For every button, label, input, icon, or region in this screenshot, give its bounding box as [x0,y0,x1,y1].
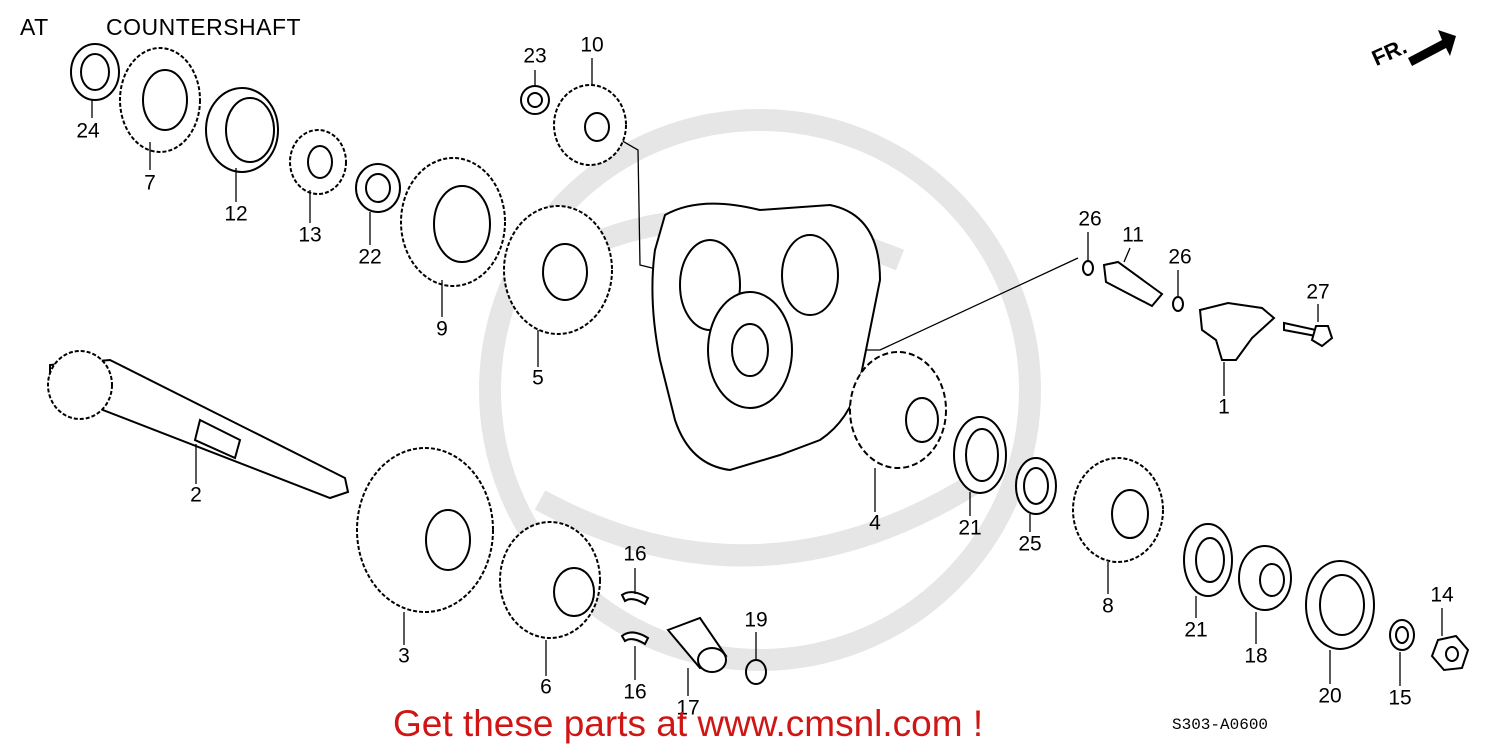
callout-6: 6 [540,676,552,699]
callout-labels: 1 2 3 4 5 6 7 8 9 10 11 12 13 14 15 16 1… [76,34,1454,720]
callout-8: 8 [1102,595,1114,618]
part-27-bolt [1283,321,1334,348]
callout-24: 24 [76,120,100,143]
part-9-gear [400,157,506,287]
callout-25: 25 [1018,533,1041,556]
callout-5: 5 [532,367,544,390]
part-20-seal [1305,560,1375,650]
part-17-collar [666,616,728,673]
part-7-gear [119,47,201,153]
part-21-bearing-upper [953,416,1007,494]
callout-10: 10 [580,34,603,57]
part-8-gear [1072,457,1164,563]
callout-4: 4 [869,512,881,535]
callout-7: 7 [144,172,156,195]
diagram-title: COUNTERSHAFT [106,14,302,40]
callout-19: 19 [744,609,767,632]
callout-15: 15 [1388,687,1411,710]
category-label: AT [20,14,49,40]
part-12-sleeve [205,87,279,173]
transmission-case [651,202,882,472]
callout-2: 2 [190,484,202,507]
diagram-code: S303-A0600 [1172,716,1269,734]
part-18-bearing [1238,545,1292,611]
callout-16-upper: 16 [623,543,646,566]
callout-17: 17 [676,697,699,720]
callout-11: 11 [1122,224,1144,247]
part-16-collars [620,591,650,646]
part-23-needle-bearing [520,85,550,115]
callout-21-upper: 21 [958,517,981,540]
callout-13: 13 [298,224,321,247]
callout-26-left: 26 [1078,208,1101,231]
callout-18: 18 [1244,645,1267,668]
part-15-washer [1389,619,1415,651]
part-21-bearing-lower [1183,523,1233,597]
part-13-gear [289,129,347,195]
part-6-gear [499,521,601,639]
part-10-gear [553,84,627,166]
part-4-parking-gear [849,351,947,469]
callout-16-lower: 16 [623,681,646,704]
front-arrow-icon [1408,30,1456,66]
part-14-locknut [1430,634,1470,672]
part-26-o-ring-left [1082,260,1094,276]
callout-leaders [91,58,1443,696]
callout-12: 12 [224,203,247,226]
callout-23: 23 [523,45,546,68]
callout-9: 9 [436,318,448,341]
part-24-needle-bearing [70,43,120,101]
callout-21-lower: 21 [1184,619,1207,642]
callout-20: 20 [1318,685,1341,708]
part-2-countershaft [47,350,350,500]
part-1-sensor [1198,301,1276,361]
part-5-gear [503,205,613,335]
shop-link[interactable]: Get these parts at www.cmsnl.com ! [393,703,984,744]
part-22-needle-bearing [355,163,401,213]
callout-22: 22 [358,246,381,269]
part-25-needle-bearing [1015,457,1057,515]
callout-14: 14 [1430,584,1454,607]
part-11-shaft [1102,260,1164,308]
part-26-o-ring-right [1172,296,1184,312]
callout-26-right: 26 [1168,246,1191,269]
callout-27: 27 [1306,281,1329,304]
callout-3: 3 [398,645,410,668]
callout-1: 1 [1218,396,1230,419]
part-3-gear [356,447,494,613]
